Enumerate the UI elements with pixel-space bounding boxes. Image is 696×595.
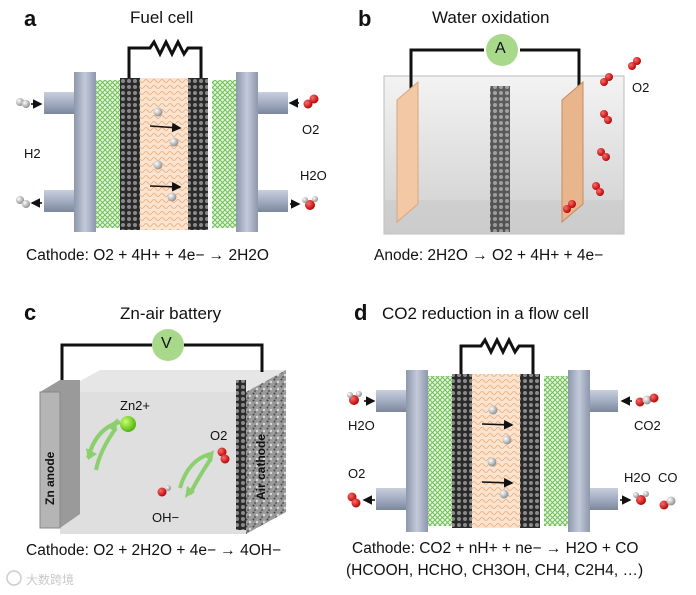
panel-a-drawing (16, 38, 319, 232)
panel-d-o2-label: O2 (348, 466, 366, 481)
voltmeter-label: V (161, 335, 172, 352)
zn-ion-label: Zn2+ (120, 398, 150, 413)
panel-c-drawing (39, 329, 286, 534)
panel-c-o2-label: O2 (210, 428, 228, 443)
panel-a-title: Fuel cell (130, 8, 194, 27)
panel-d-drawing (347, 336, 676, 532)
panel-c-letter: c (24, 300, 37, 325)
panel-a-o2-label: O2 (302, 122, 320, 137)
panel-c-title: Zn-air battery (120, 304, 222, 323)
panel-d-co2-label: CO2 (634, 418, 661, 433)
panel-d-equation: Cathode: CO2 + nH+ + ne− → H2O + CO (352, 540, 639, 557)
panel-d-h2o-label: H2O (348, 418, 375, 433)
panel-d-products-label: H2O CO (624, 470, 678, 485)
panel-b-o2-label: O2 (632, 80, 650, 95)
panel-a-letter: a (24, 6, 37, 31)
zn-anode-label: Zn anode (43, 451, 57, 505)
panel-b-drawing (383, 34, 641, 235)
panel-d-title: CO2 reduction in a flow cell (382, 304, 589, 323)
panel-d-products-list: (HCOOH, HCHO, CH3OH, CH4, C2H4, …) (346, 562, 644, 579)
panel-b-title: Water oxidation (432, 8, 550, 27)
panel-a-h2-label: H2 (24, 146, 41, 161)
watermark: 大数跨境 (26, 573, 75, 587)
ammeter-label: A (495, 40, 506, 57)
air-cathode-label: Air cathode (254, 433, 268, 500)
hydroxide-label: OH− (152, 510, 180, 525)
panel-b-equation: Anode: 2H2O → O2 + 4H+ + 4e− (374, 247, 604, 264)
watermark-logo-icon (6, 570, 22, 586)
panel-c-equation: Cathode: O2 + 2H2O + 4e− → 4OH− (26, 542, 282, 559)
panel-a-equation: Cathode: O2 + 4H+ + 4e− → 2H2O (26, 247, 269, 264)
panel-a-h2o-label: H2O (300, 168, 327, 183)
panel-d-letter: d (354, 300, 368, 325)
panel-b-letter: b (358, 6, 372, 31)
